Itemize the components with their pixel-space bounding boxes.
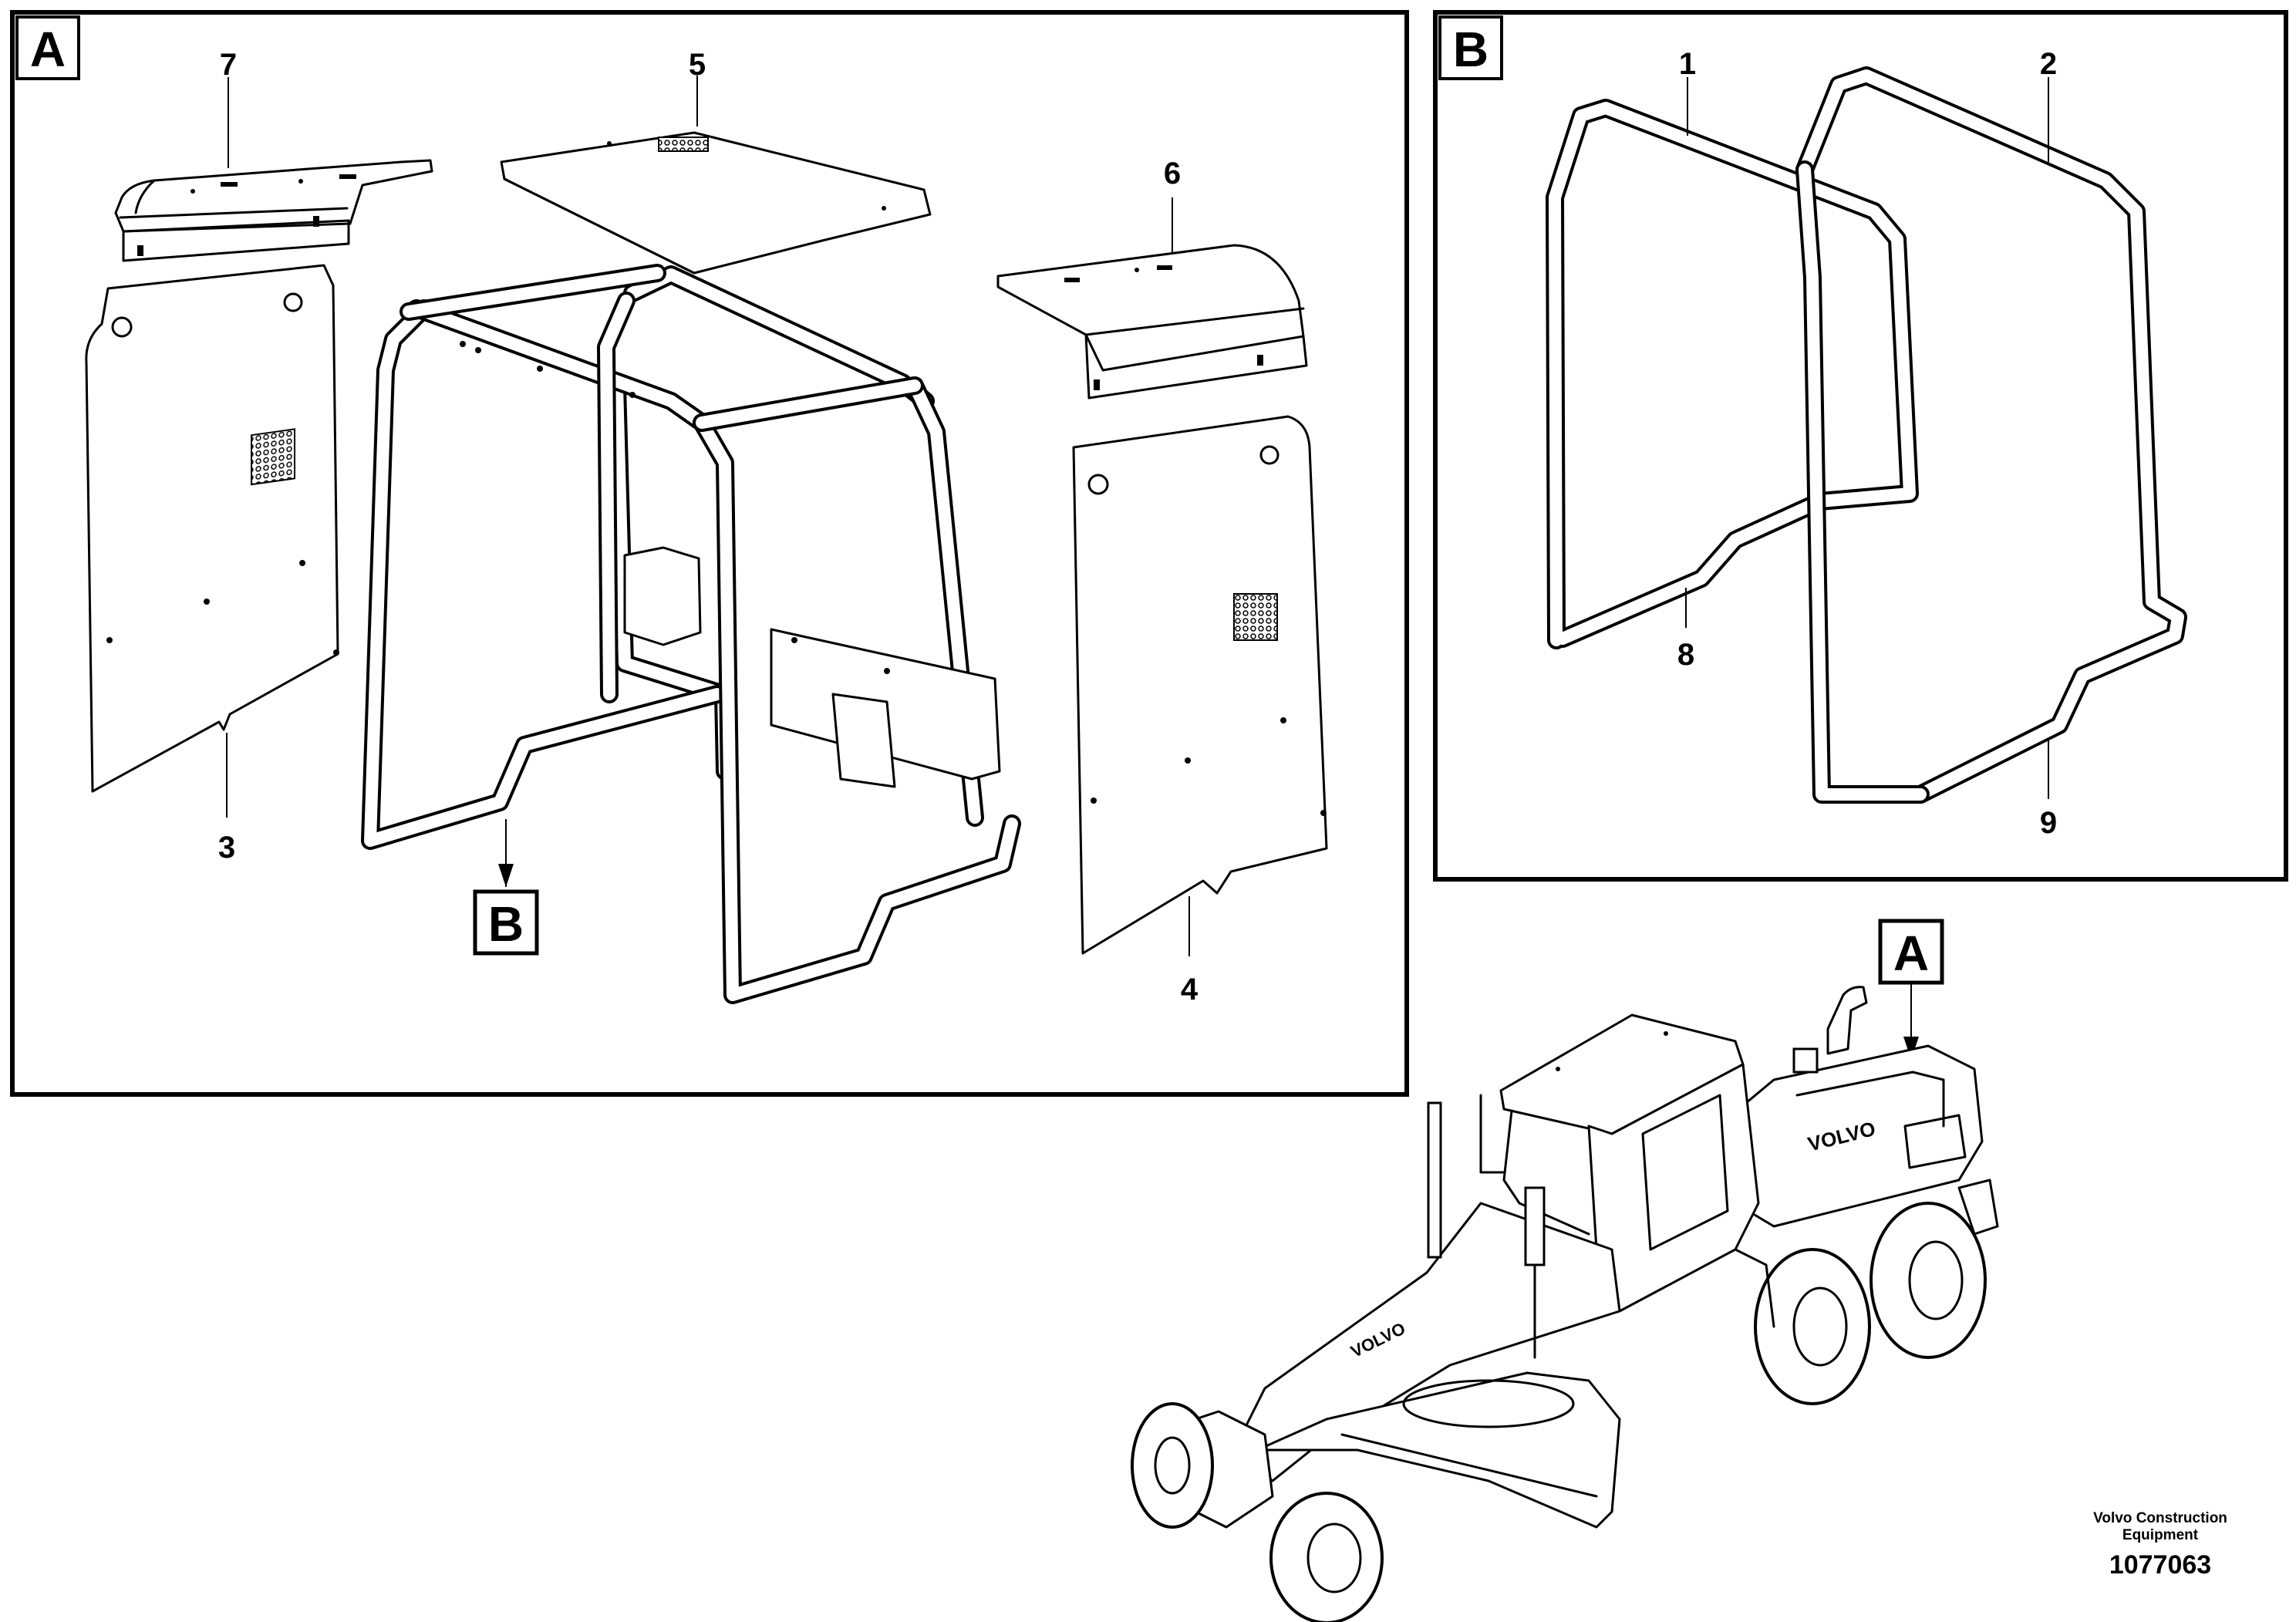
part-1-label: 1 <box>1679 47 1696 81</box>
company-line-1: Volvo Construction <box>2093 1510 2227 1526</box>
view-a-letter: A <box>30 22 66 77</box>
callout-b-ref: B <box>473 819 539 956</box>
callout-b-letter: B <box>488 896 524 952</box>
view-a-tag <box>15 15 80 80</box>
part-7-label: 7 <box>220 48 237 82</box>
part-8-label: 8 <box>1677 638 1694 672</box>
view-b-letter: B <box>1453 22 1489 77</box>
callout-a-letter: A <box>1893 926 1929 981</box>
motor-grader-illustration: A VOLVO VOLVO <box>1131 919 1999 1622</box>
title-block: Volvo Construction Equipment 1077063 <box>2093 1510 2227 1580</box>
part-1-front-frame[interactable] <box>1546 99 1919 649</box>
part-4-label: 4 <box>1181 973 1199 1007</box>
part-3-side-panel-left[interactable] <box>85 264 339 793</box>
part-5-roof-plate[interactable] <box>500 131 932 275</box>
company-line-2: Equipment <box>2122 1527 2199 1543</box>
view-b-tag <box>1438 15 1503 80</box>
part-9-label: 9 <box>2040 806 2057 840</box>
part-6-label: 6 <box>1164 157 1181 191</box>
part-3-label: 3 <box>218 831 235 865</box>
part-2-label: 2 <box>2040 47 2057 81</box>
cab-frame-assembly[interactable] <box>361 264 1021 1004</box>
part-2-rear-frame[interactable] <box>1795 66 2187 804</box>
drawing-number: 1077063 <box>2109 1550 2211 1580</box>
view-a-frame: A <box>10 10 1409 1097</box>
part-4-side-panel-right[interactable] <box>1072 415 1328 955</box>
part-7-roof-trim[interactable] <box>114 159 433 262</box>
part-5-label: 5 <box>689 48 706 82</box>
part-6-roof-trim-right[interactable] <box>996 244 1308 400</box>
view-b-frame: B <box>1433 10 2288 882</box>
callout-a-tag <box>1878 919 1944 985</box>
